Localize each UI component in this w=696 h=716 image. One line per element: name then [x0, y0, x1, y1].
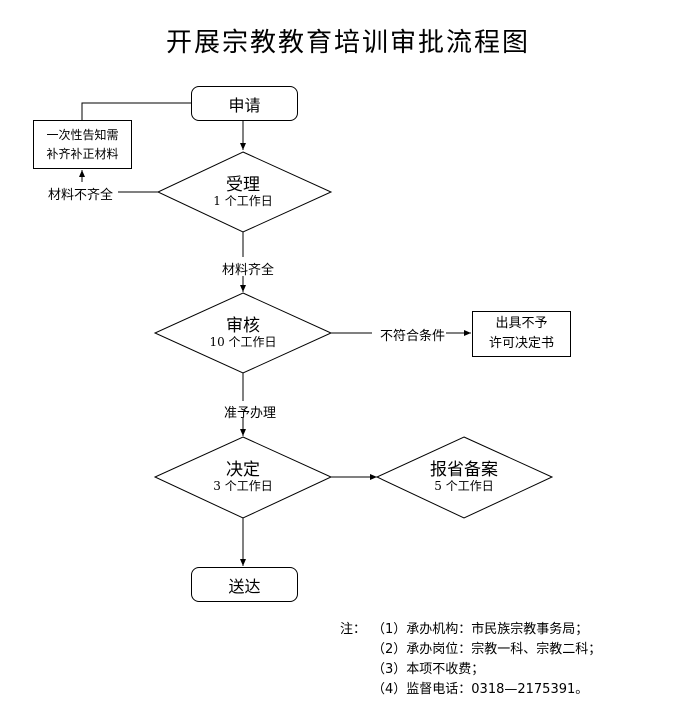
report-title: 报省备案: [430, 460, 498, 480]
node-notify-line1: 一次性告知需: [46, 127, 119, 142]
node-apply: 申请: [191, 86, 298, 121]
connector-apply-notify: [81, 102, 192, 120]
review-days: 10 个工作日: [209, 335, 277, 349]
node-notify-line2: 补齐补正材料: [46, 146, 119, 161]
page-title: 开展宗教教育培训审批流程图: [165, 28, 530, 58]
decide-title: 决定: [226, 460, 260, 480]
node-deliver-label: 送达: [228, 576, 261, 596]
diamond-decide: [153, 436, 333, 519]
notes-item-1: （1）承办机构：市民族宗教事务局；: [372, 622, 589, 637]
node-notify: 一次性告知需 补齐补正材料: [33, 120, 132, 169]
notes-prefix: 注：: [340, 622, 367, 637]
accept-days: 1 个工作日: [213, 194, 273, 208]
diamond-review: [153, 292, 333, 374]
edge-label-approve: 准予办理: [224, 406, 277, 421]
diamond-review-text: 审核 10 个工作日: [193, 317, 293, 349]
edge-label-complete: 材料齐全: [222, 263, 275, 278]
diamond-report: [375, 436, 554, 519]
node-refuse-line1: 出具不予: [495, 316, 548, 331]
edge-label-not-qualified: 不符合条件: [380, 329, 446, 344]
node-refuse: 出具不予 许可决定书: [472, 311, 571, 357]
decide-days: 3 个工作日: [213, 479, 273, 493]
notes-item-4: （4）监督电话：0318—2175391。: [372, 682, 589, 697]
notes-item-2: （2）承办岗位：宗教一科、宗教二科；: [372, 642, 602, 657]
node-deliver: 送达: [191, 567, 298, 602]
accept-title: 受理: [226, 175, 260, 195]
edge-label-incomplete: 材料不齐全: [48, 188, 114, 203]
diamond-report-text: 报省备案 5 个工作日: [404, 461, 524, 493]
diamond-accept: [156, 151, 333, 233]
notes-item-3: （3）本项不收费；: [372, 662, 485, 677]
report-days: 5 个工作日: [434, 479, 494, 493]
review-title: 审核: [226, 316, 260, 336]
diamond-accept-text: 受理 1 个工作日: [193, 176, 293, 208]
node-refuse-line2: 许可决定书: [488, 336, 554, 351]
node-apply-label: 申请: [228, 95, 261, 115]
diamond-decide-text: 决定 3 个工作日: [193, 461, 293, 493]
